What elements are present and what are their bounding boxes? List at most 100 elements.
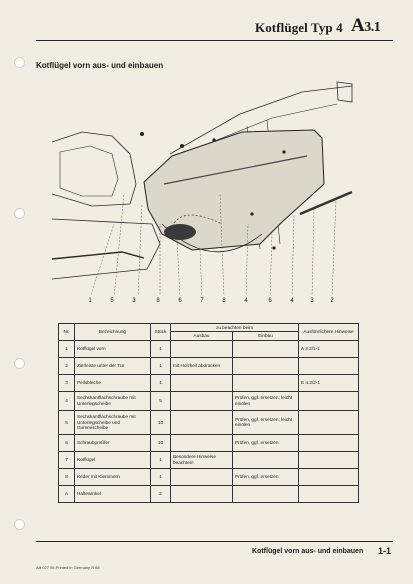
cell-einbau xyxy=(231,450,300,469)
cell-hinweise xyxy=(298,433,360,452)
cell-bezeichnung: Schraubpreßfer xyxy=(74,433,151,452)
cell-stueck: 1 xyxy=(150,356,171,375)
cell-bezeichnung: Keder mit Klemmern xyxy=(74,467,151,486)
cell-bezeichnung: Sechskantflachschraube mit Unterlegschei… xyxy=(74,409,151,435)
cell-nr: A xyxy=(58,484,75,503)
binder-hole-icon xyxy=(14,208,25,219)
window-line xyxy=(201,103,338,147)
cell-ausbau xyxy=(170,390,233,411)
part-number-label: 6 xyxy=(178,298,182,304)
page-header-code-sub: 3.1 xyxy=(364,20,381,35)
cell-hinweise xyxy=(298,467,360,486)
indicator-lamp xyxy=(164,224,196,240)
col-header-einbau: Einbau xyxy=(231,331,300,341)
cell-nr: 7 xyxy=(58,450,75,469)
sill-trim xyxy=(299,190,353,216)
part-number-label: 2 xyxy=(330,298,334,304)
cell-nr: 1 xyxy=(58,339,75,358)
cell-einbau xyxy=(231,373,300,392)
trim-strip xyxy=(163,155,308,185)
cell-nr: 5 xyxy=(58,409,75,435)
table-subheader-row: Ausbau Einbau xyxy=(59,331,359,341)
cell-ausbau xyxy=(170,484,233,503)
cell-stueck: 10 xyxy=(150,433,171,452)
part-number-label: 1 xyxy=(88,298,92,304)
cell-bezeichnung: Peilsbleche xyxy=(74,373,151,392)
table-header-row: Nr. Bezeichnung Stück zu beachten beim A… xyxy=(58,322,360,341)
cell-ausbau: Besondere Hinweise beachten! xyxy=(170,450,233,469)
cell-einbau: Prüfen, ggf. ersetzen; leicht einölen xyxy=(231,409,300,435)
binder-hole-icon xyxy=(14,358,25,369)
footer-page-number: 1-1 xyxy=(378,546,392,556)
cell-hinweise: A 3.2/1-1 xyxy=(298,339,360,358)
cell-bezeichnung: Zierleiste unter der Tür xyxy=(74,356,151,375)
page-header-title: Kotflügel Typ 4 xyxy=(255,20,343,35)
col-header-stueck: Stück xyxy=(150,323,171,341)
cell-ausbau: mit Holzkeil abdrücken xyxy=(170,356,233,375)
part-number-label: 8 xyxy=(156,298,160,304)
cell-nr: 3 xyxy=(58,373,75,392)
cell-ausbau xyxy=(170,467,233,486)
mirror-shape xyxy=(336,81,353,103)
footer-print-note: AA 027 06 Printed in Germany N 68 xyxy=(36,565,100,570)
cell-nr: 8 xyxy=(58,467,75,486)
cell-stueck: 5 xyxy=(150,390,171,411)
cell-nr: 4 xyxy=(58,390,75,411)
parts-table: Nr. Bezeichnung Stück zu beachten beim A… xyxy=(58,322,360,503)
part-number-label: 4 xyxy=(290,298,294,304)
cell-stueck: 1 xyxy=(150,450,171,469)
roof-line xyxy=(169,85,353,155)
cell-bezeichnung: Haltewinkel xyxy=(74,484,151,503)
cell-nr: 2 xyxy=(58,356,75,375)
cell-hinweise xyxy=(298,450,360,469)
cell-einbau: Prüfen, ggf. ersetzen xyxy=(231,467,300,486)
cell-bezeichnung: Kotflügel vorn xyxy=(74,339,151,358)
part-number-label: 4 xyxy=(244,298,248,304)
footer-rule xyxy=(36,541,393,542)
fender-panel xyxy=(143,129,325,251)
page-header-code: A3.1 xyxy=(351,15,381,37)
cell-bezeichnung: Sechskantflachschraube mit Unterlegschei… xyxy=(74,390,151,411)
binder-hole-icon xyxy=(14,57,25,68)
cell-stueck: 1 xyxy=(150,467,171,486)
cell-ausbau xyxy=(170,409,233,435)
part-number-label: 6 xyxy=(268,298,272,304)
cell-einbau xyxy=(231,339,300,358)
cell-einbau xyxy=(231,484,300,503)
fender-exploded-drawing xyxy=(52,81,353,296)
bumper-bar xyxy=(52,251,145,260)
cell-ausbau xyxy=(170,433,233,452)
cell-hinweise xyxy=(298,356,360,375)
col-header-ausbau: Ausbau xyxy=(170,331,233,341)
cell-stueck: 2 xyxy=(150,484,171,503)
cell-bezeichnung: Kotflügel xyxy=(74,450,151,469)
cell-einbau: Prüfen, ggf. ersetzen xyxy=(231,433,300,452)
cell-stueck: 10 xyxy=(150,409,171,435)
col-header-zu-beachten: zu beachten beim xyxy=(169,322,300,333)
bumper-outline xyxy=(52,218,161,280)
part-number-label: 5 xyxy=(110,298,114,304)
col-header-hinweise: Ausführlichere Hinweise xyxy=(298,323,360,341)
section-title: Kotflügel vorn aus- und einbauen xyxy=(36,61,164,70)
cell-hinweise xyxy=(298,390,360,411)
part-number-label: 7 xyxy=(200,298,204,304)
header-rule xyxy=(36,40,393,41)
cell-stueck: 1 xyxy=(150,373,171,392)
cell-nr: 6 xyxy=(58,433,75,452)
footer-title: Kotflügel vorn aus- und einbauen xyxy=(252,548,364,555)
cell-ausbau xyxy=(170,373,233,392)
cell-hinweise: E 4.2/2-1 xyxy=(298,373,360,392)
cell-hinweise xyxy=(298,409,360,435)
part-number-label: 8 xyxy=(222,298,226,304)
cell-einbau: Prüfen, ggf. ersetzen; leicht einölen xyxy=(231,390,300,411)
